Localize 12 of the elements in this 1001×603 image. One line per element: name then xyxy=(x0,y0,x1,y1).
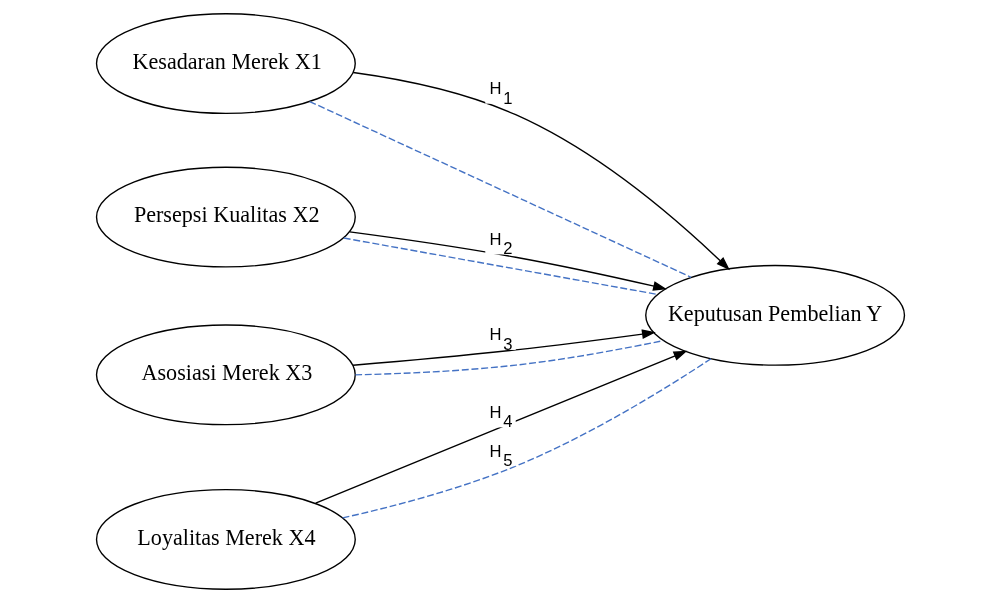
connector xyxy=(343,237,659,296)
node-ellipse: Keputusan Pembelian Y xyxy=(645,264,906,366)
arrow xyxy=(352,329,656,366)
arrow xyxy=(352,71,730,271)
node-ellipse: Persepsi Kualitas X2 xyxy=(95,166,356,268)
connector xyxy=(341,358,712,519)
arrow xyxy=(315,350,688,504)
node-ellipse: Kesadaran Merek X1 xyxy=(95,13,356,115)
connector xyxy=(309,100,692,278)
node-ellipse: Asosiasi Merek X3 xyxy=(95,324,356,426)
node-ellipse: Loyalitas Merek X4 xyxy=(95,488,356,590)
arrow xyxy=(349,231,667,291)
